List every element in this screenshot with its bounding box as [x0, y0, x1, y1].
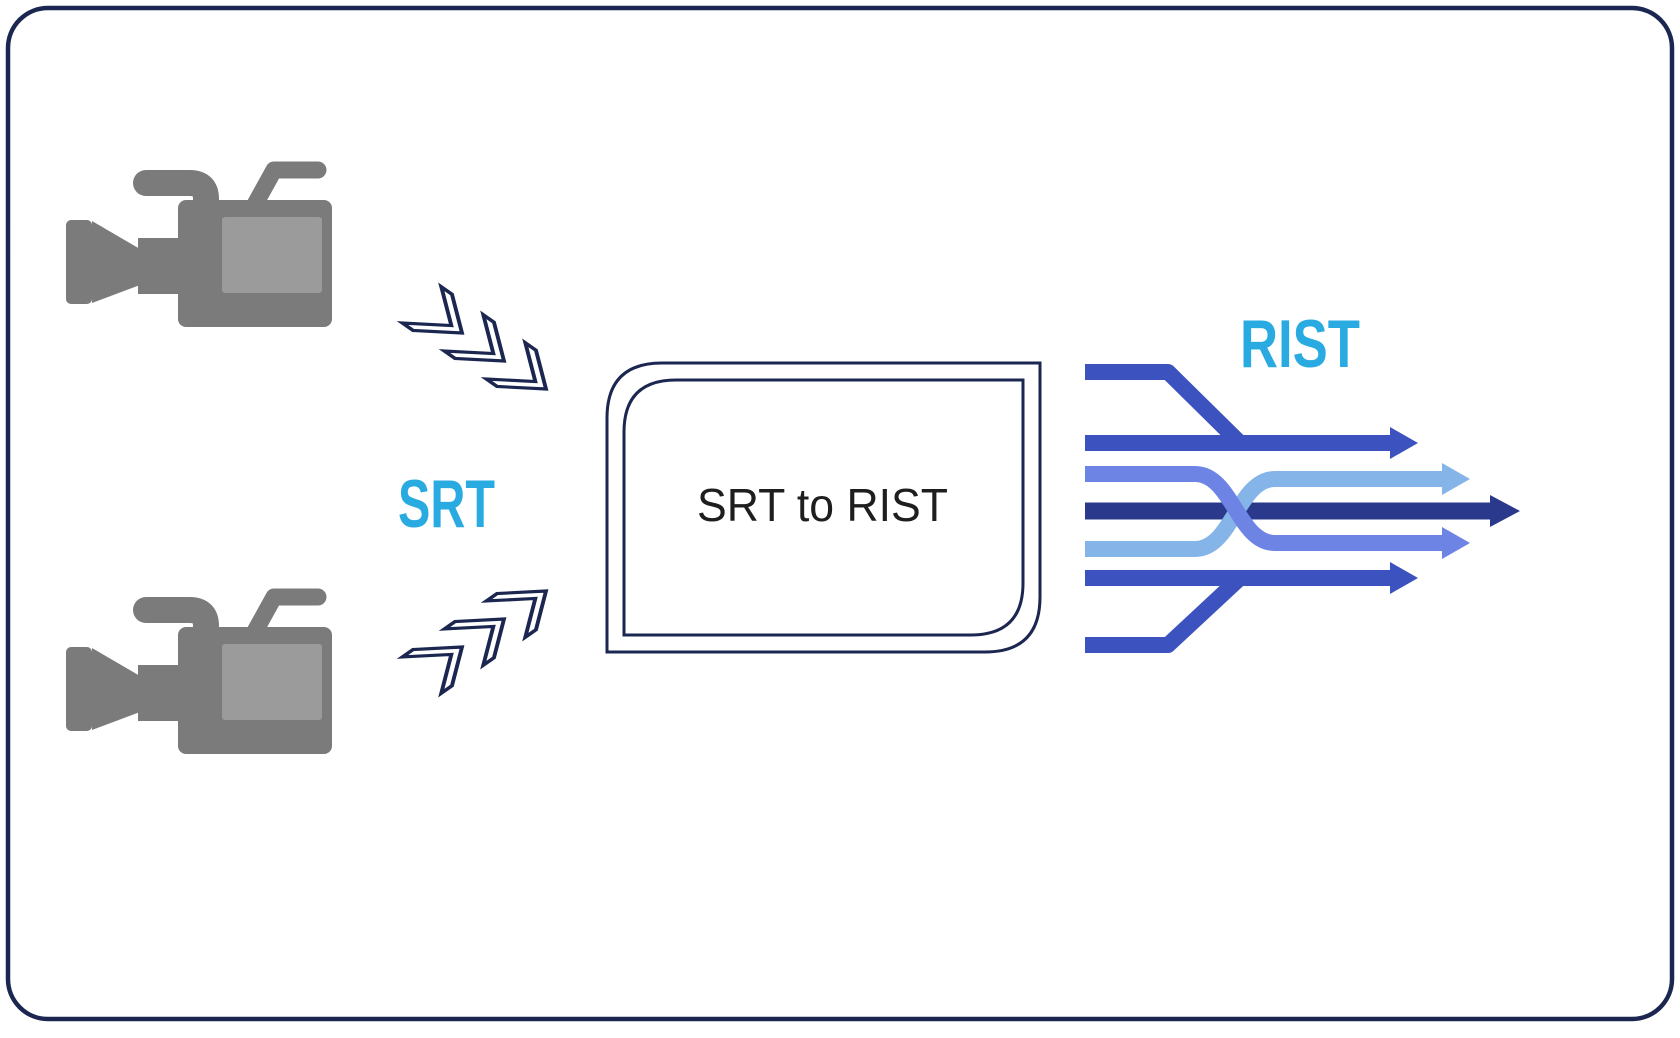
chevron-icon: [480, 589, 549, 642]
camera-handle: [244, 161, 327, 217]
camera-lens-mount: [138, 238, 180, 294]
srt-label: SRT: [398, 466, 495, 542]
rist-streams-blue: [1085, 364, 1418, 653]
chevron-icon: [480, 338, 549, 391]
converter-box-outer-border: [605, 361, 1042, 654]
converter-box-label: SRT to RIST: [697, 479, 948, 531]
chevron-icon: [438, 617, 507, 670]
stream-crossover-descending-head: [1442, 527, 1470, 559]
srt-chevrons-bottom: [396, 589, 549, 698]
camera-lens-cone: [92, 221, 140, 303]
camera-screen: [222, 217, 322, 293]
stream-merge-bottom: [1085, 572, 1246, 653]
diagram-frame-border: [5, 5, 1675, 1022]
camera-lens-bar: [66, 220, 92, 304]
video-camera-icon: [66, 161, 332, 327]
stream-arrow-top-head: [1390, 427, 1418, 459]
chevron-icon: [438, 310, 507, 363]
stream-arrow-bottom-head: [1390, 562, 1418, 594]
camera-viewfinder: [133, 170, 219, 227]
stream-crossover-ascending-head: [1442, 463, 1470, 495]
srt-chevrons-top: [396, 282, 549, 391]
chevron-icon: [396, 645, 465, 698]
converter-box: [605, 361, 1042, 654]
stream-merge-top: [1085, 364, 1246, 449]
rist-stream-center: [1085, 495, 1520, 527]
rist-label: RIST: [1240, 306, 1360, 382]
stream-crossover-descending-shaft: [1085, 466, 1444, 551]
rist-stream-crossover-descending: [1085, 466, 1470, 559]
stream-arrow-center-head: [1490, 495, 1520, 527]
video-camera-icon-2: [66, 597, 332, 754]
chevron-icon: [396, 282, 465, 335]
converter-box-inner-border: [622, 378, 1025, 637]
